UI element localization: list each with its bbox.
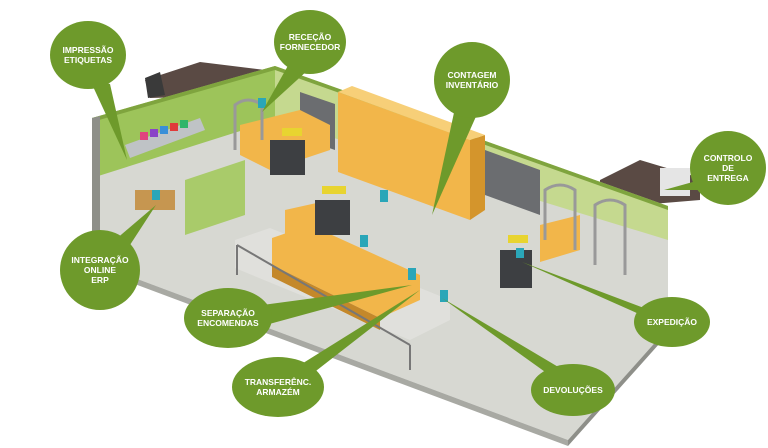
callout-shapes [50,10,766,417]
forklift [270,128,305,175]
callout-expedicao: EXPEDIÇÃO [646,317,698,327]
callout-transferencia-armazem: TRANSFERÊNC. ARMAZÉM [244,377,312,397]
worker [152,98,524,302]
callout-impressao-etiquetas: IMPRESSÃO ETIQUETAS [62,45,114,65]
callout-integracao-erp: INTEGRAÇÃO ONLINE ERP [71,255,129,285]
callout-rececao-fornecedor: RECEÇÃO FORNECEDOR [279,32,341,52]
callout-controlo-entrega: CONTROLO DE ENTREGA [703,153,753,183]
dock-gate [543,183,627,275]
product-shelf [140,120,188,140]
office-partition [185,160,245,235]
forklift [500,235,532,288]
forklift [315,186,350,235]
callout-separacao-encomendas: SEPARAÇÃO ENCOMENDAS [197,308,259,328]
callout-contagem-inventario: CONTAGEM INVENTÁRIO [445,70,499,90]
callout-devolucoes: DEVOLUÇÕES [543,385,603,395]
